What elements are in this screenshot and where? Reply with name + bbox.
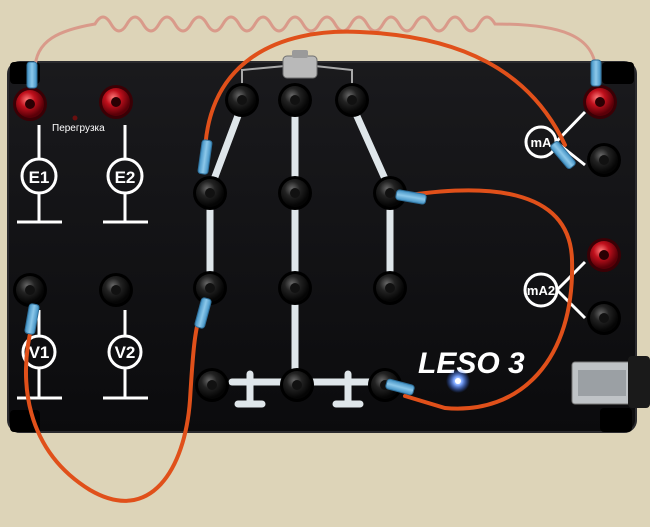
usb-cable bbox=[628, 356, 650, 408]
terminal-ma2-black[interactable] bbox=[587, 301, 621, 335]
terminal-r3-top[interactable] bbox=[335, 83, 369, 117]
terminal-ma2-red[interactable] bbox=[587, 238, 621, 272]
terminal-r2-mid[interactable] bbox=[278, 176, 312, 210]
power-led bbox=[455, 378, 461, 384]
silkscreen-sources bbox=[17, 125, 148, 224]
usb-port-inner bbox=[578, 370, 626, 396]
plug-v1[interactable] bbox=[24, 303, 40, 335]
mount-tab-bottom-right bbox=[600, 408, 632, 432]
terminal-v1[interactable] bbox=[13, 273, 47, 307]
terminal-e2-plus[interactable] bbox=[99, 85, 133, 119]
terminal-r3-low[interactable] bbox=[373, 271, 407, 305]
terminal-ma-black[interactable] bbox=[587, 143, 621, 177]
mount-tab-top-right bbox=[602, 62, 634, 84]
plug-r1-mid[interactable] bbox=[197, 139, 213, 175]
terminal-r2-low[interactable] bbox=[278, 271, 312, 305]
orange-wire-left[interactable] bbox=[23, 313, 202, 503]
plug-ma[interactable] bbox=[550, 140, 577, 169]
plug-r3-mid[interactable] bbox=[395, 189, 427, 205]
plug-bottom-right[interactable] bbox=[385, 378, 415, 396]
terminal-r1-top[interactable] bbox=[225, 83, 259, 117]
terminal-v2[interactable] bbox=[99, 273, 133, 307]
e1-label: E1 bbox=[29, 168, 50, 187]
plug-ma-top[interactable] bbox=[590, 59, 602, 87]
terminal-ma-red[interactable] bbox=[583, 85, 617, 119]
ma-label: mA bbox=[531, 135, 553, 150]
terminal-bottom-center[interactable] bbox=[280, 368, 314, 402]
terminal-r1-mid[interactable] bbox=[193, 176, 227, 210]
ma2-label: mA2 bbox=[527, 283, 555, 298]
board-edge bbox=[7, 61, 637, 433]
terminal-e1-plus[interactable] bbox=[13, 87, 47, 121]
overload-indicator bbox=[72, 115, 78, 121]
terminal-r1-low[interactable] bbox=[193, 271, 227, 305]
pink-coiled-wire[interactable] bbox=[33, 15, 598, 73]
plug-e1[interactable] bbox=[26, 61, 38, 89]
plug-r1-low[interactable] bbox=[194, 297, 212, 329]
circuit-board bbox=[8, 62, 636, 432]
v2-label: V2 bbox=[115, 343, 136, 362]
terminal-bottom-right[interactable] bbox=[368, 368, 402, 402]
orange-wire-right[interactable] bbox=[403, 188, 575, 411]
v1-label: V1 bbox=[29, 343, 50, 362]
orange-wire-top[interactable] bbox=[202, 29, 567, 172]
e2-label: E2 bbox=[115, 168, 136, 187]
terminal-r3-mid[interactable] bbox=[373, 176, 407, 210]
brand-logo: LESO 3 bbox=[418, 347, 525, 380]
terminal-bottom-left[interactable] bbox=[195, 368, 229, 402]
overload-label: Перегрузка bbox=[52, 123, 105, 134]
terminal-r2-top[interactable] bbox=[278, 83, 312, 117]
silkscreen-voltmeters bbox=[17, 310, 148, 400]
